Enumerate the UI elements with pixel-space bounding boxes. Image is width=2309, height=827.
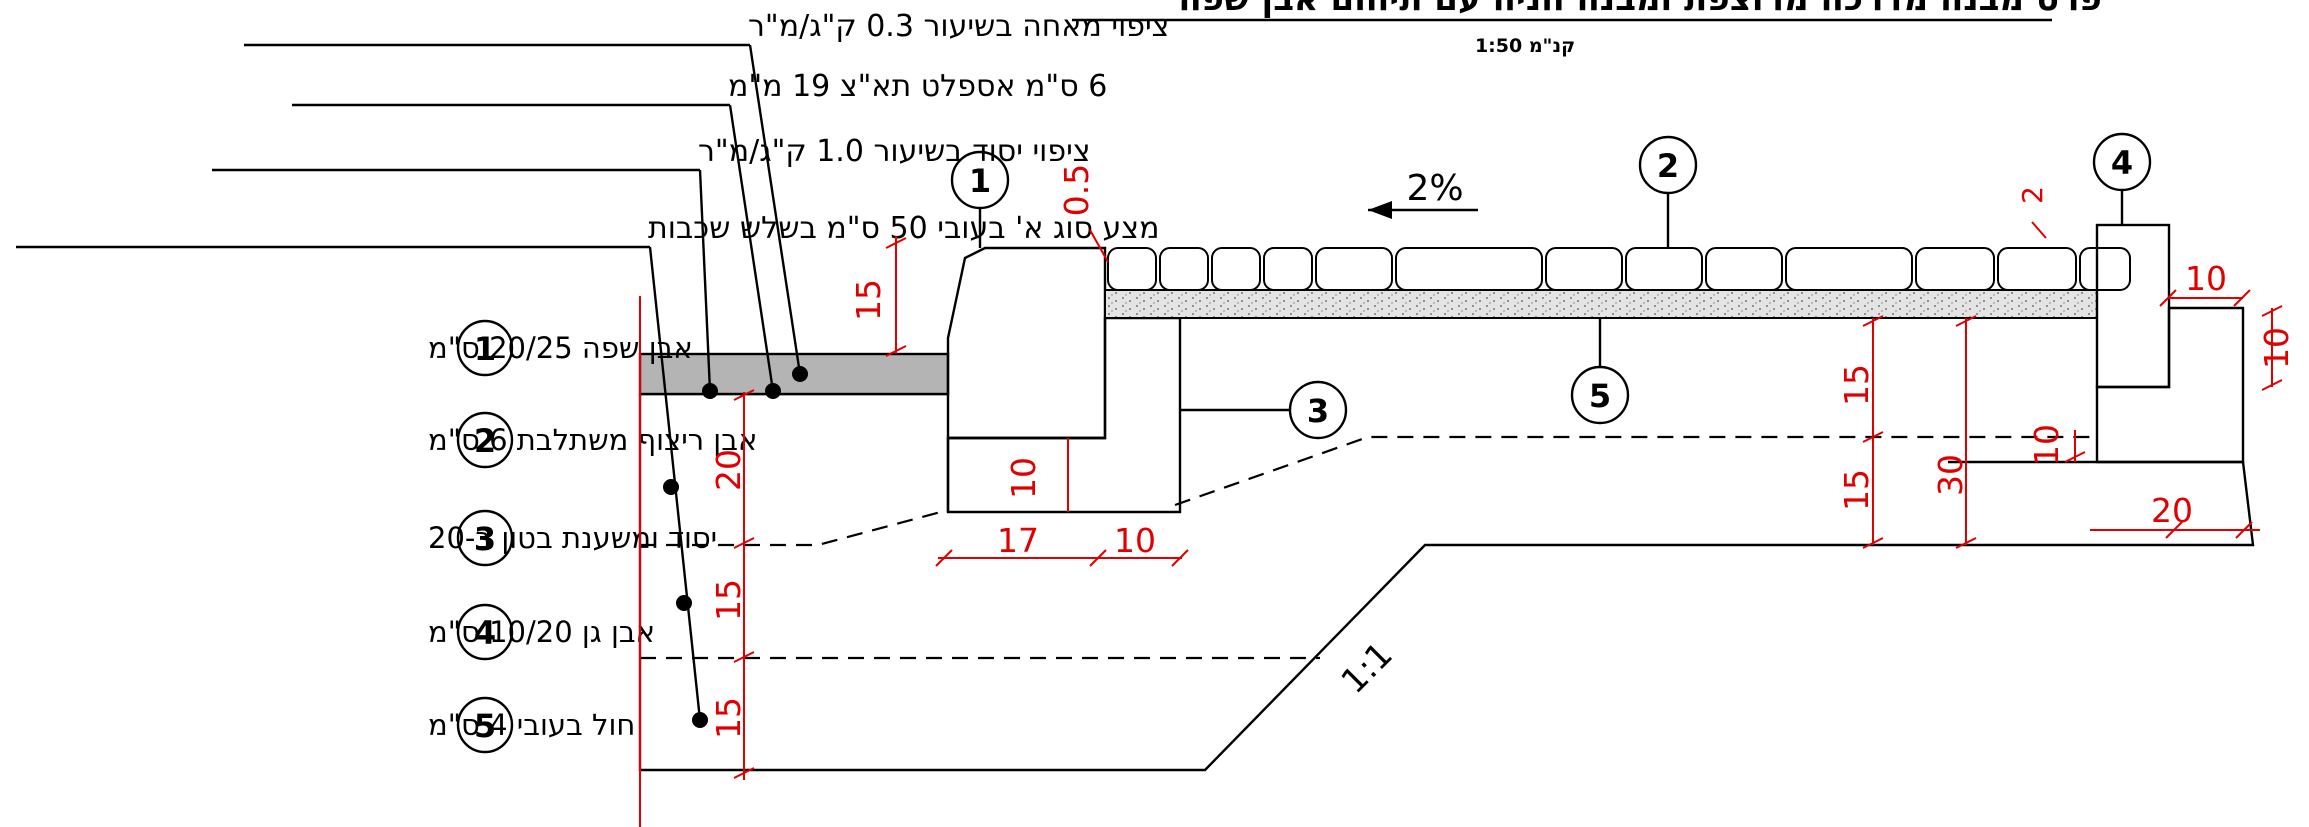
callout-2: 2 — [1657, 147, 1679, 185]
legend-item: 3 יסוד ומשענת בטון ב-20 — [428, 509, 717, 567]
legend-text: אבן שפה 20/25 ס"מ — [428, 331, 693, 365]
callout-3: 3 — [1307, 392, 1329, 430]
legend-text: אבן ריצוף משתלבת 6 ס"מ — [428, 423, 757, 457]
legend-num: 4 — [474, 614, 496, 652]
drawing-scale: 1:50 קנ"מ — [1475, 35, 1575, 57]
legend-item: 1 אבן שפה 20/25 ס"מ — [428, 319, 693, 377]
dim-right-total: 30 — [1931, 454, 1970, 496]
layer-label-prime-coat: ציפוי יסוד בשיעור 1.0 ק"ג/מ"ר — [698, 134, 1091, 169]
title-block: פרט מבנה מדרכה מרוצפת ומבנה חניה עם תיחו… — [1072, 0, 2102, 57]
dim-base-left-3: 15 — [709, 697, 748, 739]
slope-text: 2% — [1406, 168, 1463, 209]
layer-label-tack-coat: ציפוי מאחה בשיעור 0.3 ק"ג/מ"ר — [748, 9, 1169, 44]
paver-stone — [1211, 247, 1261, 291]
paver-row — [1107, 247, 2131, 291]
legend-num: 1 — [474, 330, 496, 368]
legend-text: חול בעובי 4 ס"מ — [428, 708, 635, 742]
legend-num: 5 — [474, 707, 496, 745]
paver-stone — [1625, 247, 1703, 291]
legend-item: 4 אבן גן 10/20 ס"מ — [428, 603, 655, 661]
drawing-title: פרט מבנה מדרכה מרוצפת ומבנה חניה עם תיחו… — [1178, 0, 2102, 19]
dim-right-lower: 15 — [1837, 469, 1876, 511]
dimensions: 15 0.5 2 20 15 15 10 17 10 15 15 30 — [639, 164, 2296, 827]
paver-stone — [1705, 247, 1783, 291]
legend-text: יסוד ומשענת בטון ב-20 — [428, 521, 717, 555]
callout-1: 1 — [969, 162, 991, 200]
paver-stone — [2079, 247, 2131, 291]
paver-stone — [1315, 247, 1393, 291]
legend-num: 3 — [474, 520, 496, 558]
legend-text: אבן גן 10/20 ס"מ — [428, 615, 655, 649]
garden-stone — [2095, 223, 2245, 464]
dim-paver-gap: 2 — [2016, 186, 2049, 204]
paver-stone — [1545, 247, 1623, 291]
aggregate-base — [638, 392, 2255, 772]
paver-stone — [1107, 247, 1157, 291]
dim-curb-lower: 10 — [1004, 457, 1043, 499]
layer-label-asphalt: 6 ס"מ אספלט תא"צ 19 מ"מ — [728, 69, 1107, 104]
paver-stone — [1915, 247, 1995, 291]
paver-stone — [1997, 247, 2077, 291]
slope-annotation: 2% — [1368, 168, 1478, 219]
dim-garden-side: 10 — [2257, 327, 2296, 369]
sand-bedding — [1104, 289, 2098, 319]
callout-5: 5 — [1589, 377, 1611, 415]
dim-curb-width: 17 — [997, 521, 1039, 560]
paver-stone — [1395, 247, 1543, 291]
dim-base-left-1: 20 — [709, 449, 748, 491]
legend-item: 5 חול בעובי 4 ס"מ — [428, 696, 635, 754]
paver-stone — [1263, 247, 1313, 291]
layer-leaders — [16, 43, 808, 728]
legend-item: 2 אבן ריצוף משתלבת 6 ס"מ — [428, 411, 757, 469]
legend: 1 אבן שפה 20/25 ס"מ 2 אבן ריצוף משתלבת 6… — [428, 319, 757, 754]
dim-right-upper: 15 — [1837, 364, 1876, 406]
embankment-ratio: 1:1 — [1334, 635, 1401, 702]
paver-stone — [1159, 247, 1209, 291]
dim-curb-reveal: 15 — [849, 279, 888, 321]
callouts: 1 2 3 4 5 — [950, 132, 2152, 440]
paver-stone — [1785, 247, 1913, 291]
dim-base-left-2: 15 — [709, 579, 748, 621]
dim-curb-top: 0.5 — [1057, 164, 1096, 216]
dim-garden-step: 10 — [2027, 424, 2066, 466]
dim-garden-bottom: 20 — [2151, 491, 2193, 530]
callout-4: 4 — [2111, 144, 2133, 182]
legend-num: 2 — [474, 422, 496, 460]
dim-garden-width: 10 — [2185, 259, 2227, 298]
dim-backing-width: 10 — [1114, 521, 1156, 560]
